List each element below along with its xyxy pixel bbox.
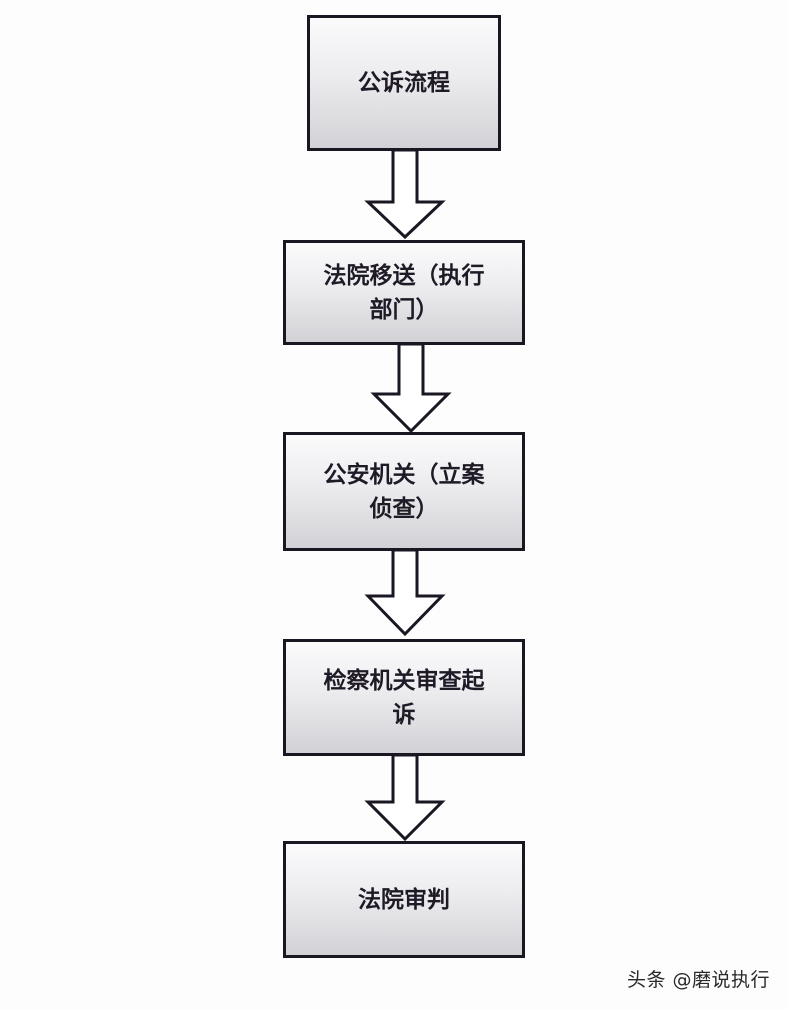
down-arrow-icon — [364, 148, 446, 240]
flow-node-public-security-investigation: 公安机关（立案 侦查） — [283, 432, 525, 551]
arrow-1-shape — [364, 148, 446, 240]
arrow-3-shape — [364, 548, 446, 637]
arrow-2-shape — [370, 342, 452, 434]
node-text-line-1: 法院移送（执行 — [323, 262, 485, 289]
node-text: 公诉流程 — [358, 70, 450, 96]
node-text-line-2: 侦查） — [369, 495, 439, 522]
flow-node-public-prosecution-process: 公诉流程 — [307, 15, 501, 151]
node-text: 法院审判 — [358, 886, 450, 913]
down-arrow-icon — [364, 548, 446, 637]
watermark: 头条 @磨说执行 — [626, 969, 770, 991]
arrow-4-shape — [364, 753, 446, 842]
flow-node-court-transfer: 法院移送（执行 部门） — [283, 240, 525, 345]
flow-node-procuratorate-review: 检察机关审查起 诉 — [283, 639, 525, 756]
node-text-line-1: 公安机关（立案 — [323, 461, 485, 488]
down-arrow-icon — [364, 753, 446, 842]
node-text-line-2: 部门） — [369, 296, 439, 323]
node-text-line-1: 检察机关审查起 — [323, 667, 485, 694]
flow-node-court-trial: 法院审判 — [283, 841, 525, 958]
down-arrow-icon — [370, 342, 452, 434]
node-text-line-2: 诉 — [392, 701, 416, 728]
